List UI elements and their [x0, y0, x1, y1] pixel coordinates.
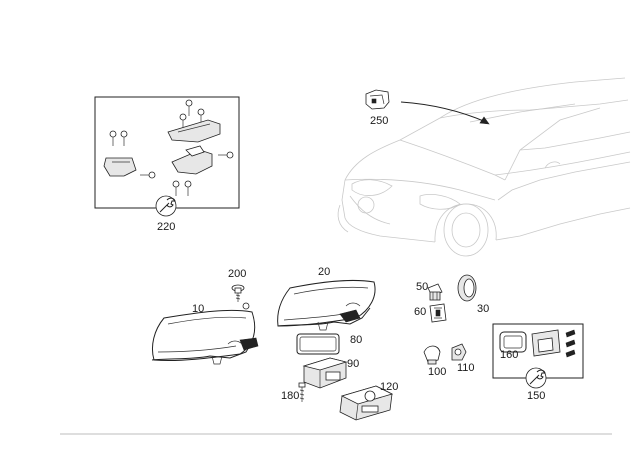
label-60: 60	[414, 306, 426, 318]
label-100: 80	[350, 334, 362, 346]
label-120: 120	[380, 381, 398, 393]
part-80-bulb: 100	[423, 345, 446, 378]
label-250: 250	[370, 115, 388, 127]
part-60-bulb: 60	[414, 303, 447, 323]
kit-150-box: 160 150	[492, 323, 584, 402]
label-200: 200	[228, 268, 246, 280]
part-160-seal: 160	[499, 331, 527, 361]
upper-bracket	[167, 119, 221, 143]
screw-set	[109, 99, 234, 196]
label-20: 20	[318, 266, 330, 278]
part-50-bulb: 50	[416, 281, 443, 301]
part-200-screw: 200	[228, 268, 246, 302]
part-250-module: 250	[365, 89, 390, 127]
left-bracket	[103, 157, 137, 177]
label-220: 220	[157, 221, 175, 233]
vehicle-outline	[337, 77, 631, 257]
label-30: 30	[477, 303, 489, 315]
location-arrow	[400, 101, 490, 125]
part-120-ballast: 120	[339, 381, 398, 421]
part-90-socket: 110	[451, 343, 475, 374]
label-50: 50	[416, 281, 428, 293]
label-80: 100	[428, 366, 446, 378]
label-90: 110	[457, 362, 475, 374]
part-30-cap: 30	[457, 274, 489, 315]
part-110-control-unit: 90	[302, 357, 359, 389]
label-160: 160	[500, 349, 518, 361]
wrench-icon	[155, 195, 177, 217]
label-110: 90	[347, 358, 359, 370]
label-180: 180	[281, 390, 299, 402]
part-20-headlamp-right: 20	[277, 266, 376, 331]
wrench-icon	[525, 367, 547, 389]
label-10: 10	[192, 303, 204, 315]
part-10-headlamp-left: 10	[151, 302, 259, 365]
part-100-gasket: 80	[296, 333, 362, 355]
part-180-screw: 180	[281, 382, 306, 402]
label-150: 150	[527, 390, 545, 402]
bracket-kit-box: 220	[94, 96, 240, 233]
screw-set	[565, 329, 576, 358]
